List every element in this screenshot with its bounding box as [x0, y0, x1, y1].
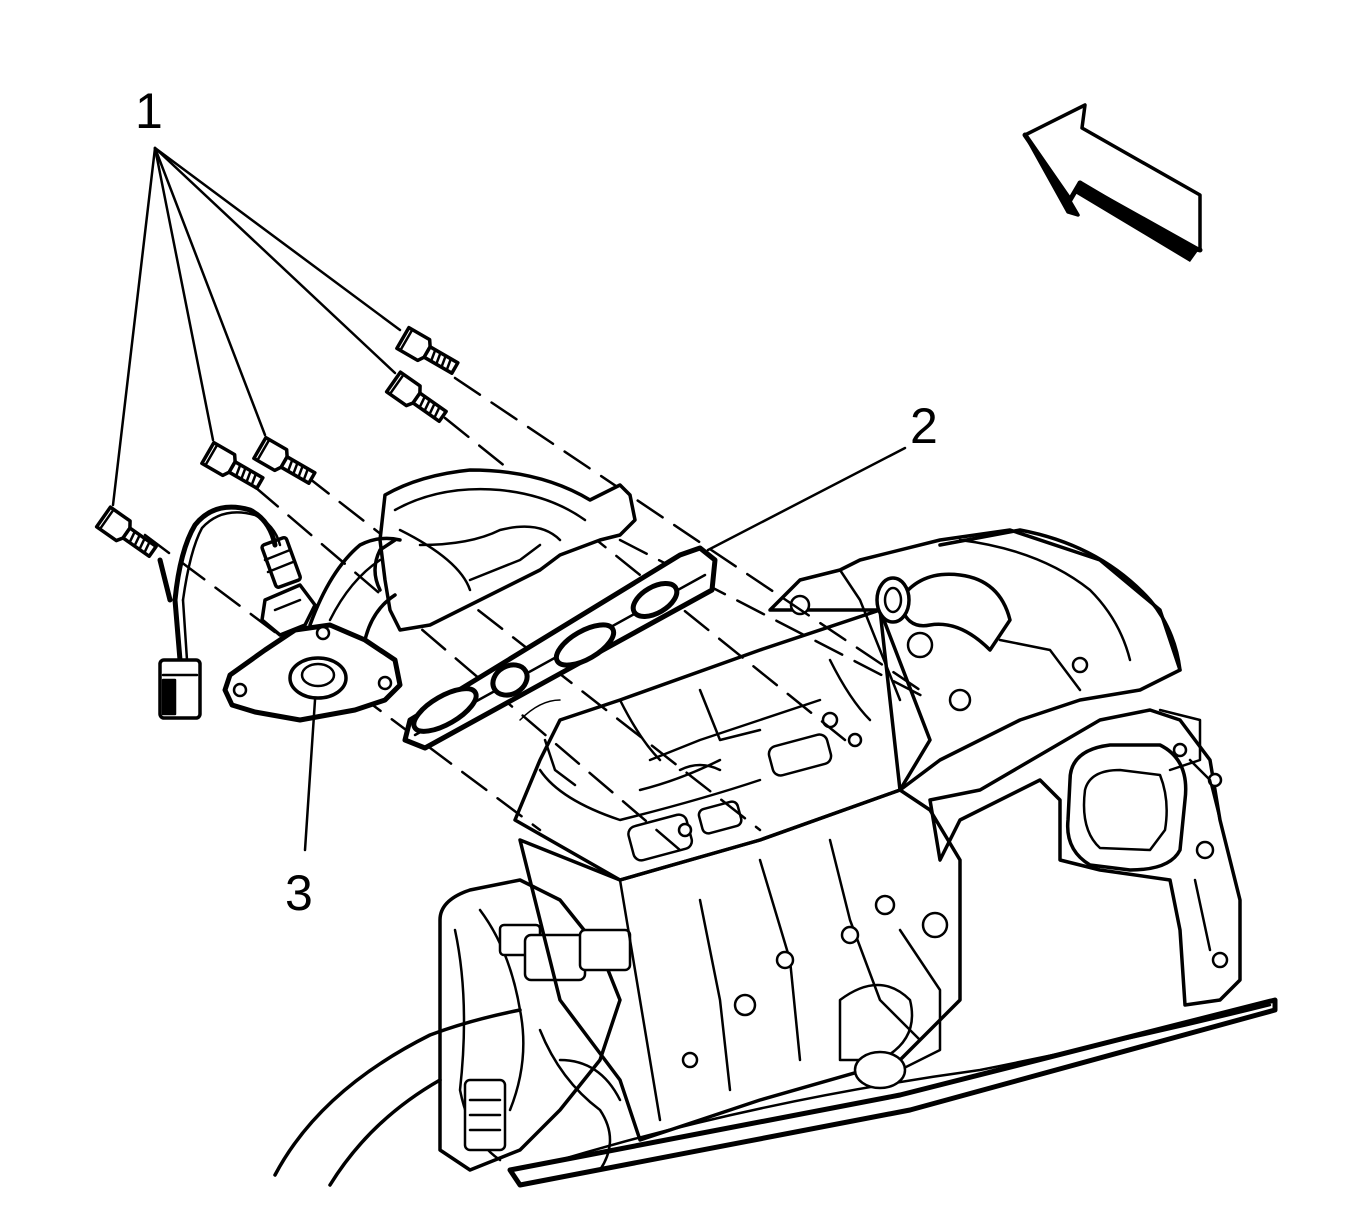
view-direction-arrow-icon: [1022, 103, 1203, 262]
bolt: [94, 505, 158, 559]
callout-1: 1: [135, 83, 163, 139]
bolt: [384, 370, 448, 424]
exhaust-manifold: [157, 468, 637, 723]
exhaust-manifold-gasket: [402, 545, 718, 751]
bolt-set: [94, 325, 460, 559]
bolt: [200, 440, 265, 490]
callout-2: 2: [910, 398, 938, 454]
callout-3: 3: [285, 865, 313, 921]
bolt: [252, 435, 317, 485]
bolt: [395, 325, 460, 375]
engine-assembly: [273, 528, 1278, 1188]
leader-lines: [111, 146, 907, 852]
callout-labels: 1 2 3: [135, 83, 938, 921]
